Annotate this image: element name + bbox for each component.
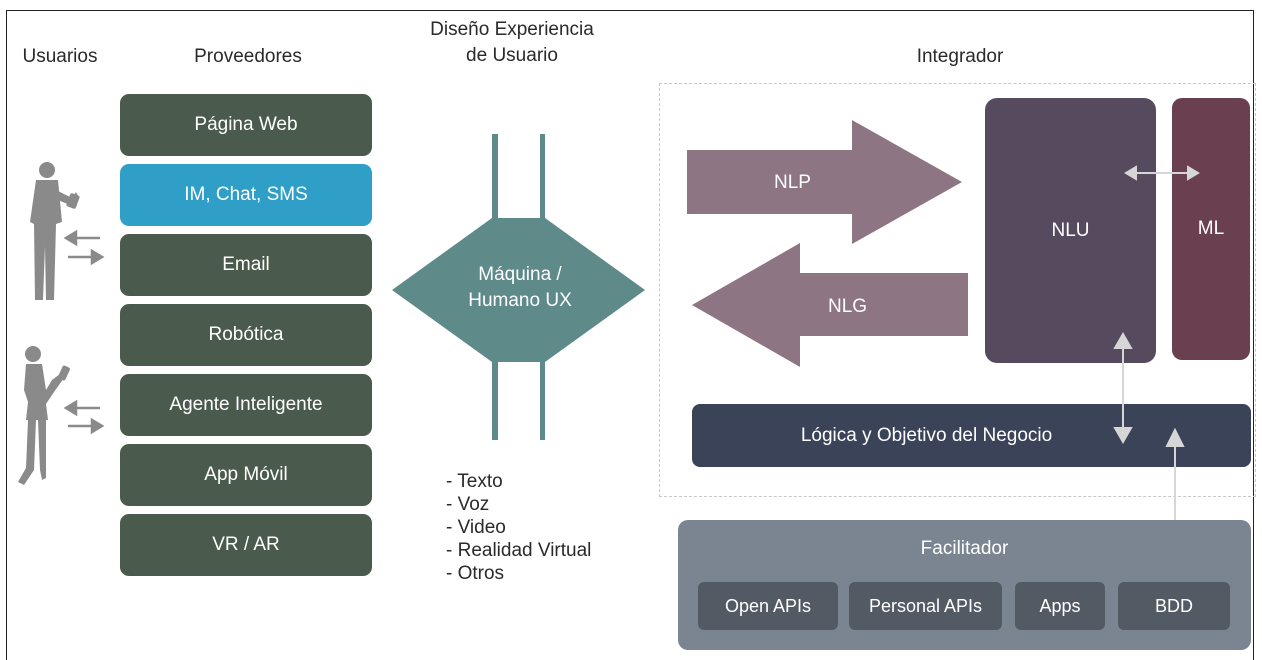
- provider-email: Email: [120, 234, 372, 296]
- facilitator-apps: Apps: [1015, 582, 1105, 630]
- provider-chat: IM, Chat, SMS: [120, 164, 372, 226]
- nlg-label: NLG: [828, 296, 868, 317]
- ux-modes-list: - Texto - Voz - Video - Realidad Virtual…: [446, 470, 591, 585]
- facilitator-bdd: BDD: [1118, 582, 1230, 630]
- provider-mobile-app: App Móvil: [120, 444, 372, 506]
- provider-vr-ar: VR / AR: [120, 514, 372, 576]
- nlp-label: NLP: [774, 172, 811, 193]
- provider-web: Página Web: [120, 94, 372, 156]
- female-user-icon: [18, 346, 70, 485]
- business-logic-box: Lógica y Objetivo del Negocio: [692, 404, 1251, 467]
- nlu-ml-connector: [1124, 165, 1200, 181]
- provider-agent: Agente Inteligente: [120, 374, 372, 436]
- ux-label: Máquina / Humano UX: [430, 262, 610, 314]
- integrator-area: [659, 83, 1256, 497]
- male-user-icon: [30, 162, 80, 300]
- facilitator-title: Facilitador: [920, 538, 1009, 559]
- nlu-logic-connector: [1113, 331, 1133, 445]
- ux-label-line1: Máquina /: [478, 264, 562, 285]
- header-users: Usuarios: [22, 46, 98, 67]
- facilitator-box: Facilitador Open APIs Personal APIs Apps…: [678, 520, 1251, 650]
- nlg-arrow: [692, 243, 968, 367]
- ux-mode-item: - Texto: [446, 471, 503, 492]
- facilitator-open-apis: Open APIs: [698, 582, 838, 630]
- nlu-label: NLU: [1051, 219, 1090, 241]
- ml-box: ML: [1172, 98, 1250, 360]
- provider-robotics: Robótica: [120, 304, 372, 366]
- header-ux-line2: de Usuario: [466, 45, 558, 66]
- facilitator-personal-apis: Personal APIs: [849, 582, 1002, 630]
- ux-mode-item: - Voz: [446, 494, 490, 515]
- ux-mode-item: - Realidad Virtual: [446, 540, 592, 561]
- header-ux-line1: Diseño Experiencia: [430, 19, 594, 40]
- ux-mode-item: - Video: [446, 517, 506, 538]
- header-integrator: Integrador: [916, 46, 1004, 67]
- nlp-arrow: [687, 120, 962, 244]
- exchange-arrows-icon: [63, 229, 105, 435]
- ux-label-line2: Humano UX: [468, 290, 572, 311]
- diagram-frame: [6, 10, 1254, 660]
- ux-mode-item: - Otros: [446, 563, 505, 584]
- ml-label: ML: [1197, 218, 1225, 239]
- business-logic-label: Lógica y Objetivo del Negocio: [800, 424, 1053, 446]
- nlu-box: NLU: [985, 98, 1156, 363]
- header-providers: Proveedores: [194, 46, 302, 67]
